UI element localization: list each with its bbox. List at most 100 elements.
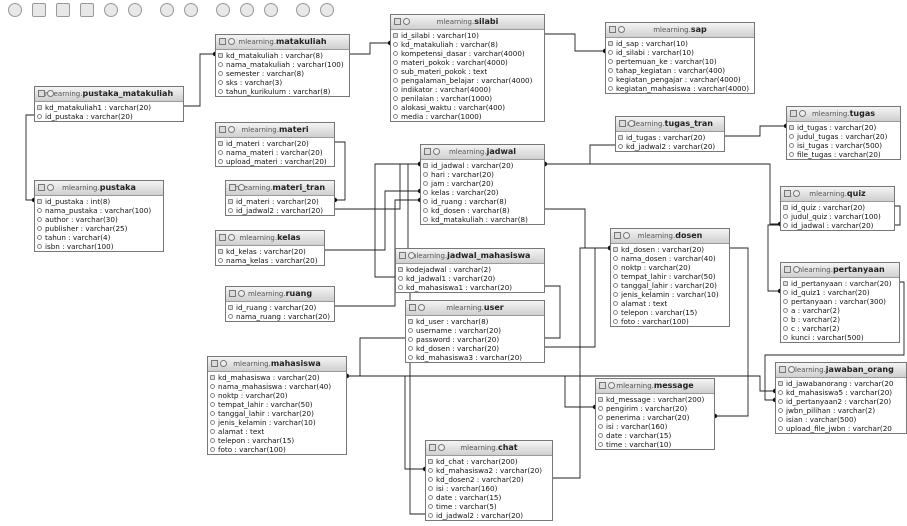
column-row[interactable]: kd_mahasiswa3 : varchar(20) xyxy=(406,353,544,362)
column-row[interactable]: tempat_lahir : varchar(50) xyxy=(611,272,729,281)
checkbox-icon[interactable] xyxy=(790,110,797,117)
primary-key-column[interactable]: kd_dosen : varchar(20) xyxy=(611,245,729,254)
primary-key-column[interactable]: kd_matakuliah1 : varchar(20) xyxy=(35,103,183,112)
column-row[interactable]: file_tugas : varchar(20) xyxy=(787,150,900,159)
table-header[interactable]: mlearning.sap xyxy=(606,23,754,38)
column-row[interactable]: isi_tugas : varchar(500) xyxy=(787,141,900,150)
column-row[interactable]: kd_mahasiswa2 : varchar(20) xyxy=(426,466,552,475)
column-row[interactable]: kompetensi_dasar : varchar(4000) xyxy=(391,49,544,58)
column-row[interactable]: foto : varchar(100) xyxy=(208,445,346,454)
column-row[interactable]: penerima : varchar(20) xyxy=(596,413,714,422)
primary-key-column[interactable]: kodejadwal : varchar(2) xyxy=(396,265,544,274)
column-row[interactable]: jenis_kelamin : varchar(10) xyxy=(208,418,346,427)
column-row[interactable]: kd_dosen : varchar(20) xyxy=(406,344,544,353)
primary-key-column[interactable]: kd_matakuliah : varchar(8) xyxy=(216,51,349,60)
column-row[interactable]: id_jadwal2 : varchar(20) xyxy=(226,206,334,215)
gear-icon[interactable] xyxy=(238,290,245,297)
column-row[interactable]: hari : varchar(20) xyxy=(421,170,544,179)
column-row[interactable]: kd_jadwal1 : varchar(20) xyxy=(396,274,544,283)
primary-key-column[interactable]: id_tugas : varchar(20) xyxy=(787,123,900,132)
checkbox-icon[interactable] xyxy=(38,184,45,191)
table-header[interactable]: mlearning.user xyxy=(406,301,544,316)
column-row[interactable]: pengalaman_belajar : varchar(4000) xyxy=(391,76,544,85)
table-header[interactable]: mlearning.materi_tran xyxy=(226,181,334,196)
column-row[interactable]: alokasi_waktu : varchar(400) xyxy=(391,103,544,112)
column-row[interactable]: jwbn_pilihan : varchar(2) xyxy=(776,406,906,415)
column-row[interactable]: pengirim : varchar(20) xyxy=(596,404,714,413)
checkbox-icon[interactable] xyxy=(394,18,401,25)
column-row[interactable]: nama_matakuliah : varchar(100) xyxy=(216,60,349,69)
column-row[interactable]: id_pertanyaan2 : varchar(20) xyxy=(776,397,906,406)
column-row[interactable]: tanggal_lahir : varchar(20) xyxy=(208,409,346,418)
primary-key-column[interactable]: kd_kelas : varchar(20) xyxy=(216,247,324,256)
gear-icon[interactable] xyxy=(438,444,445,451)
column-row[interactable]: kunci : varchar(500) xyxy=(781,333,899,342)
checkbox-icon[interactable] xyxy=(219,38,226,45)
checkbox-icon[interactable] xyxy=(409,304,416,311)
column-row[interactable]: alamat : text xyxy=(208,427,346,436)
table-header[interactable]: mlearning.matakuliah xyxy=(216,35,349,50)
table-header[interactable]: mlearning.mahasiswa xyxy=(208,357,346,372)
column-row[interactable]: nama_ruang : varchar(20) xyxy=(226,312,334,321)
gear-icon[interactable] xyxy=(296,3,310,17)
gear-icon[interactable] xyxy=(47,184,54,191)
column-row[interactable]: b : varchar(2) xyxy=(781,315,899,324)
checkbox-icon[interactable] xyxy=(399,252,406,259)
table-header[interactable]: mlearning.materi xyxy=(216,123,334,138)
column-row[interactable]: author : varchar(30) xyxy=(35,215,163,224)
column-row[interactable]: kegiatan_pengajar : varchar(4000) xyxy=(606,75,754,84)
gear-icon[interactable] xyxy=(220,360,227,367)
column-row[interactable]: a : varchar(2) xyxy=(781,306,899,315)
column-row[interactable]: telepon : varchar(15) xyxy=(611,308,729,317)
circle-icon[interactable] xyxy=(320,3,334,17)
zoom-icon[interactable] xyxy=(240,3,254,17)
table-header[interactable]: mlearning.pustaka xyxy=(35,181,163,196)
column-row[interactable]: media : varchar(1000) xyxy=(391,112,544,121)
table-header[interactable]: mlearning.pustaka_matakuliah xyxy=(35,87,183,102)
column-row[interactable]: time : varchar(5) xyxy=(426,502,552,511)
column-row[interactable]: nama_kelas : varchar(20) xyxy=(216,256,324,265)
table-header[interactable]: mlearning.silabi xyxy=(391,15,544,30)
gear-icon[interactable] xyxy=(618,26,625,33)
gear-icon[interactable] xyxy=(228,234,235,241)
column-row[interactable]: noktp : varchar(20) xyxy=(208,391,346,400)
column-row[interactable]: noktp : varchar(20) xyxy=(611,263,729,272)
checkbox-icon[interactable] xyxy=(779,366,786,373)
column-row[interactable]: indikator : varchar(4000) xyxy=(391,85,544,94)
column-row[interactable]: pertanyaan : varchar(300) xyxy=(781,297,899,306)
table-header[interactable]: mlearning.jawaban_orang xyxy=(776,363,906,378)
column-row[interactable]: tahun_kurikulum : varchar(8) xyxy=(216,87,349,96)
gear-icon[interactable] xyxy=(228,126,235,133)
gear-icon[interactable] xyxy=(418,304,425,311)
column-row[interactable]: judul_tugas : varchar(20) xyxy=(787,132,900,141)
column-row[interactable]: penilaian : varchar(1000) xyxy=(391,94,544,103)
column-row[interactable]: id_jadwal2 : varchar(20) xyxy=(426,511,552,520)
primary-key-column[interactable]: id_quiz : varchar(20) xyxy=(781,203,894,212)
zoom-icon[interactable] xyxy=(264,3,278,17)
gear-icon[interactable] xyxy=(408,252,415,259)
column-row[interactable]: kegiatan_mahasiswa : varchar(4000) xyxy=(606,84,754,93)
table-header[interactable]: mlearning.ruang xyxy=(226,287,334,302)
gear-icon[interactable] xyxy=(238,184,245,191)
table-header[interactable]: mlearning.tugas_tran xyxy=(616,117,724,132)
column-row[interactable]: telepon : varchar(15) xyxy=(208,436,346,445)
column-row[interactable]: tempat_lahir : varchar(50) xyxy=(208,400,346,409)
checkbox-icon[interactable] xyxy=(229,184,236,191)
checkbox-icon[interactable] xyxy=(211,360,218,367)
column-row[interactable]: id_quiz1 : varchar(20) xyxy=(781,288,899,297)
gear-icon[interactable] xyxy=(793,266,800,273)
primary-key-column[interactable]: kd_mahasiswa : varchar(20) xyxy=(208,373,346,382)
gear-icon[interactable] xyxy=(799,110,806,117)
column-row[interactable]: jam : varchar(20) xyxy=(421,179,544,188)
